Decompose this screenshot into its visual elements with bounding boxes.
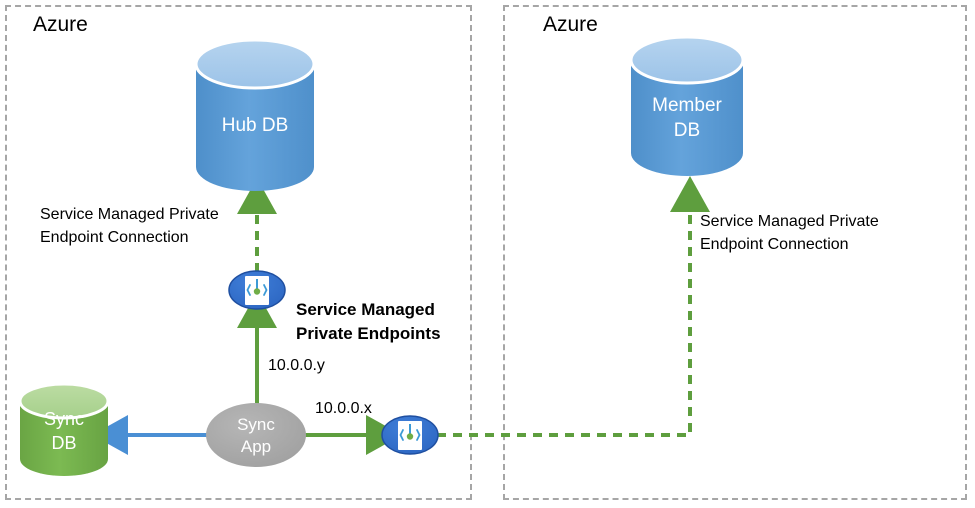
ip-label-hub: 10.0.0.y <box>268 357 325 374</box>
azure-zone-left-label: Azure <box>33 13 88 36</box>
link-pe-member-to-member-db <box>437 176 710 437</box>
member-db-shape <box>629 35 745 176</box>
sync-db-shape <box>18 382 110 476</box>
hub-connection-annotation: Service Managed Private Endpoint Connect… <box>40 206 219 246</box>
private-endpoint-hub-shape <box>228 270 286 310</box>
member-connection-annotation: Service Managed Private Endpoint Connect… <box>700 213 879 253</box>
azure-zone-right-label: Azure <box>543 13 598 36</box>
ip-label-member: 10.0.0.x <box>315 400 372 417</box>
hub-db-shape <box>194 38 316 191</box>
azure-zone-left <box>5 5 472 500</box>
service-managed-private-endpoints-label: Service Managed Private Endpoints <box>296 300 441 343</box>
azure-zone-right <box>503 5 967 500</box>
sync-app-shape <box>206 403 306 467</box>
private-endpoint-member-shape <box>381 415 439 455</box>
